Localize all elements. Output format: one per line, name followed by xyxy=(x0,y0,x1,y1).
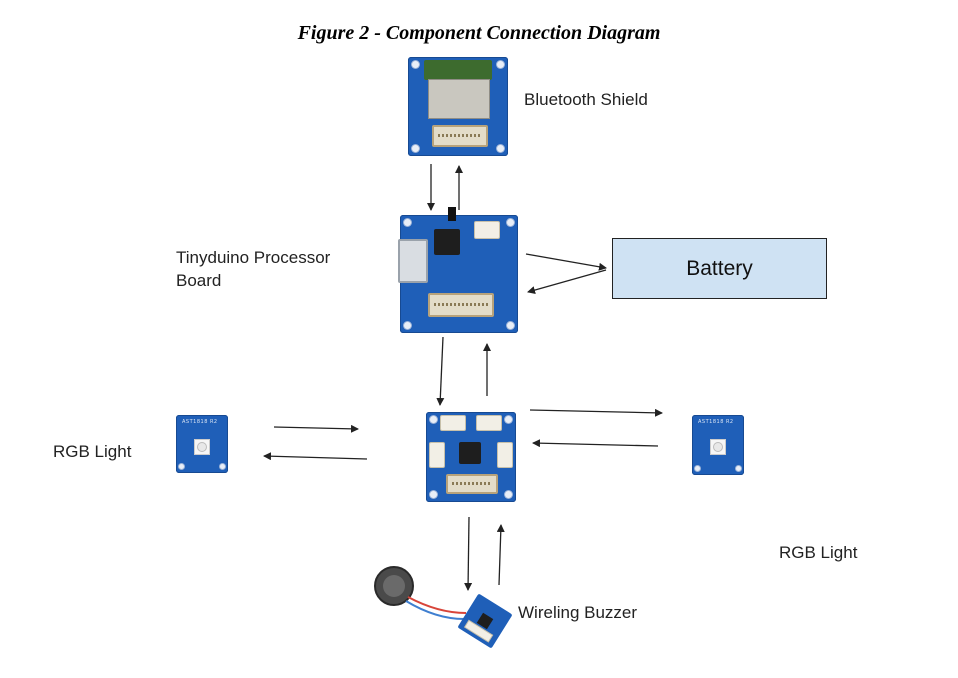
wireling-buzzer-label: Wireling Buzzer xyxy=(518,603,638,622)
processor-label-line2: Board xyxy=(176,271,222,290)
hub-port-top-left xyxy=(440,415,466,431)
usb-port xyxy=(398,239,428,283)
processor-chip xyxy=(434,229,460,255)
page-title: Figure 2 - Component Connection Diagram xyxy=(297,22,661,44)
arrow-hub-to-left-rgb xyxy=(263,452,368,461)
hub-connector xyxy=(446,474,498,494)
rgb-light-right-label: RGB Light xyxy=(779,543,858,562)
battery-connector xyxy=(474,221,500,239)
bluetooth-shield-board xyxy=(408,57,508,156)
hub-port-top-right xyxy=(476,415,502,431)
arrow-buzzer-to-hub xyxy=(496,524,505,586)
bluetooth-module xyxy=(428,79,490,119)
rgb-led-icon xyxy=(194,439,210,455)
buzzer-wire-blue xyxy=(405,600,465,620)
bluetooth-connector xyxy=(432,125,488,147)
processor-label-line1: Tinyduino Processor xyxy=(176,248,331,267)
hub-chip xyxy=(459,442,481,464)
rgb-led-icon xyxy=(710,439,726,455)
rgb-light-left-label: RGB Light xyxy=(53,442,132,461)
hub-port-left xyxy=(429,442,445,468)
rgb-light-left-board: AST1818 R2 xyxy=(176,415,228,473)
battery-box: Battery xyxy=(612,238,827,299)
arrow-processor-to-battery xyxy=(525,253,607,271)
arrow-processor-to-hub xyxy=(436,336,445,406)
rgb-light-right-board: AST1818 R2 xyxy=(692,415,744,475)
processor-connector xyxy=(428,293,494,317)
arrow-left-rgb-to-hub xyxy=(273,424,359,433)
wireling-buzzer-graphic xyxy=(374,566,512,648)
arrow-hub-to-buzzer xyxy=(464,516,473,591)
hub-board xyxy=(426,412,516,502)
buzzer-wire-red xyxy=(407,596,467,614)
hub-port-right xyxy=(497,442,513,468)
arrow-right-rgb-to-hub xyxy=(532,439,659,448)
processor-board xyxy=(398,207,518,333)
processor-label: Tinyduino Processor Board xyxy=(176,246,330,292)
battery-label: Battery xyxy=(686,256,753,280)
arrow-battery-to-processor xyxy=(527,269,607,294)
arrow-hub-to-right-rgb xyxy=(529,408,663,417)
bluetooth-shield-label: Bluetooth Shield xyxy=(524,90,648,109)
